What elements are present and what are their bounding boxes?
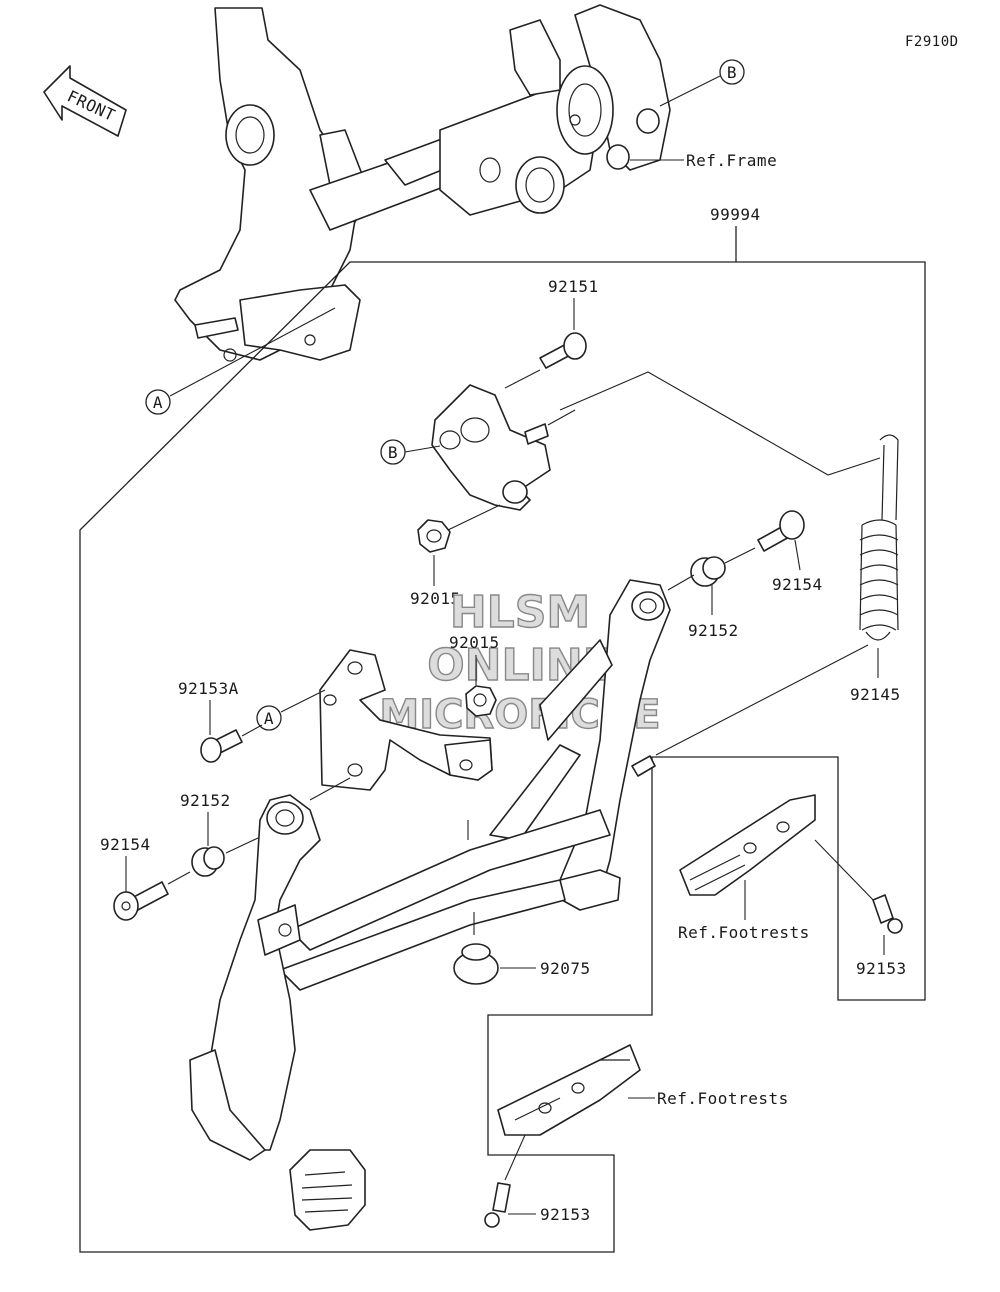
- label-92152-right: 92152: [688, 621, 739, 640]
- collar-92152-left: [191, 846, 225, 877]
- ref-circle-b-upper: [719, 59, 745, 85]
- label-92075: 92075: [540, 959, 591, 978]
- center-stand: [279, 579, 671, 991]
- bolt-92153-right: [872, 894, 903, 934]
- spring-pin: [631, 755, 656, 777]
- spring-92145: [859, 434, 899, 641]
- ref-letter-a-upper: A: [153, 393, 163, 412]
- ref-letter-b-upper: B: [727, 63, 737, 82]
- ref-frame-label: Ref.Frame: [686, 151, 777, 170]
- label-92153-bottom: 92153: [540, 1205, 591, 1224]
- label-92154-right: 92154: [772, 575, 823, 594]
- bolt-92154-left: [113, 881, 169, 921]
- diagram-code: F2910D: [905, 34, 959, 50]
- ref-footrests-upper-label: Ref.Footrests: [678, 923, 810, 942]
- ref-circle-a-upper: [145, 389, 171, 415]
- ref-footrests-lower-label: Ref.Footrests: [657, 1089, 789, 1108]
- upper-bracket: [431, 384, 551, 511]
- nut-92015-upper: [417, 519, 451, 553]
- label-92154-left: 92154: [100, 835, 151, 854]
- label-92151: 92151: [548, 277, 599, 296]
- ref-letter-b-lower: B: [388, 443, 398, 462]
- ref-circle-a-lower: [256, 705, 282, 731]
- nut-92015-lower: [465, 685, 497, 717]
- bolt-92153-bottom: [484, 1182, 511, 1228]
- bolt-92154-right: [757, 510, 805, 552]
- front-direction-arrow-icon: FRONT: [43, 65, 127, 137]
- bolt-92151: [539, 332, 587, 369]
- label-92153-right: 92153: [856, 959, 907, 978]
- bolt-92153A: [200, 729, 243, 763]
- collar-92152-right: [690, 556, 726, 587]
- label-92153A: 92153A: [178, 679, 239, 698]
- label-92152-left: 92152: [180, 791, 231, 810]
- footrest-lower: [497, 1044, 641, 1136]
- assembly-boundary: [79, 261, 926, 1253]
- watermark-line-1: HLSM: [450, 587, 590, 638]
- label-92145: 92145: [850, 685, 901, 704]
- side-bracket: [319, 649, 493, 791]
- footrest-upper: [679, 794, 816, 896]
- ref-letter-a-lower: A: [264, 709, 274, 728]
- assembly-number: 99994: [710, 205, 761, 224]
- label-92015-lower: 92015: [449, 633, 500, 652]
- label-92015-upper: 92015: [410, 589, 461, 608]
- frame-drawing: [174, 4, 671, 362]
- rubber-92075: [453, 943, 499, 985]
- stand-leg-pedal: [189, 794, 366, 1231]
